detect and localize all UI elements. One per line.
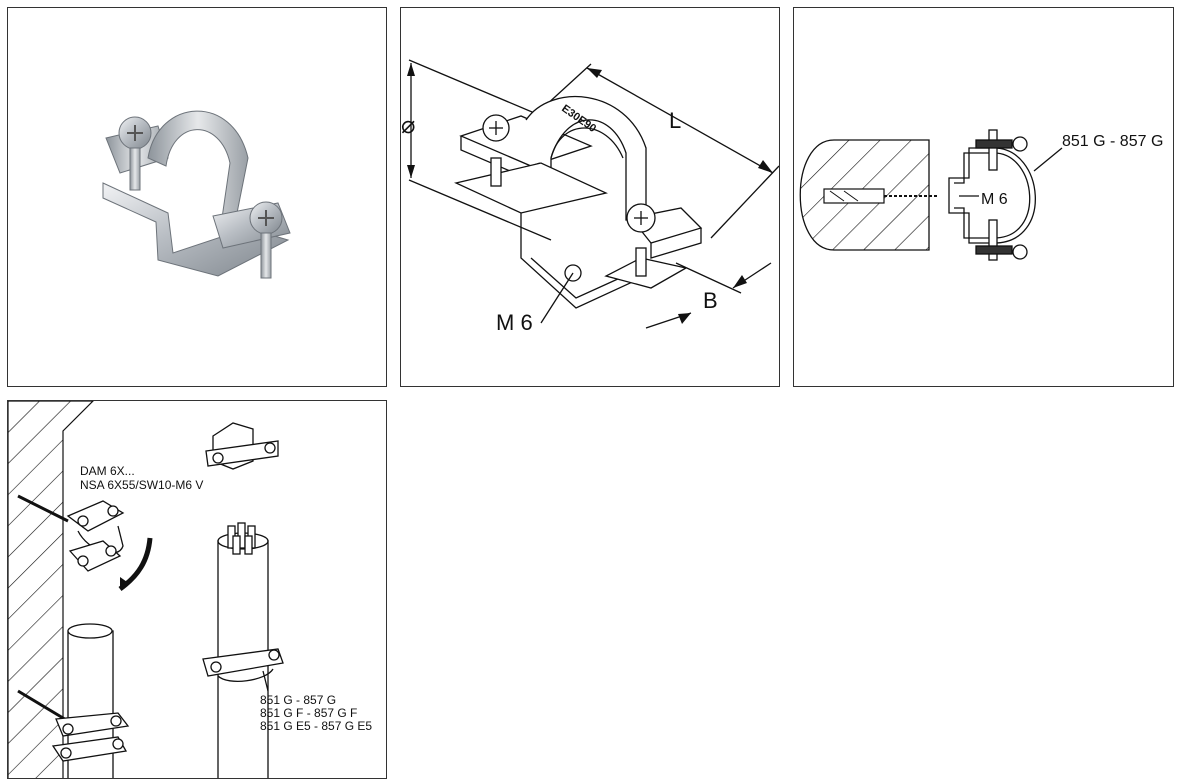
installation-drawing: DAM 6X... NSA 6X55/SW10-M6 V 851 G - 857… xyxy=(8,401,372,778)
mount-thread-label: M 6 xyxy=(981,191,1008,208)
diameter-label: ⌀ xyxy=(401,112,415,139)
range-line-3: 851 G E5 - 857 G E5 xyxy=(260,719,372,733)
mount-range-label: 851 G - 857 G xyxy=(1062,133,1163,150)
length-label: L xyxy=(669,108,681,133)
width-label: B xyxy=(703,288,718,313)
dimension-drawing: E30E90 ⌀ L B M 6 xyxy=(401,59,779,335)
thread-label: M 6 xyxy=(496,310,533,335)
mounting-section-drawing: M 6 851 G - 857 G xyxy=(799,129,1163,261)
anchor-line-2: NSA 6X55/SW10-M6 V xyxy=(80,478,203,492)
mounting-section-panel: M 6 851 G - 857 G xyxy=(793,7,1174,387)
pipe-clamp-photo xyxy=(102,110,291,279)
anchor-line-1: DAM 6X... xyxy=(80,464,135,478)
product-image-panel xyxy=(7,7,387,387)
range-line-1: 851 G - 857 G xyxy=(260,693,336,707)
dimension-drawing-panel: E30E90 ⌀ L B M 6 xyxy=(400,7,780,387)
installation-panel: DAM 6X... NSA 6X55/SW10-M6 V 851 G - 857… xyxy=(7,400,387,779)
range-line-2: 851 G F - 857 G F xyxy=(260,706,357,720)
